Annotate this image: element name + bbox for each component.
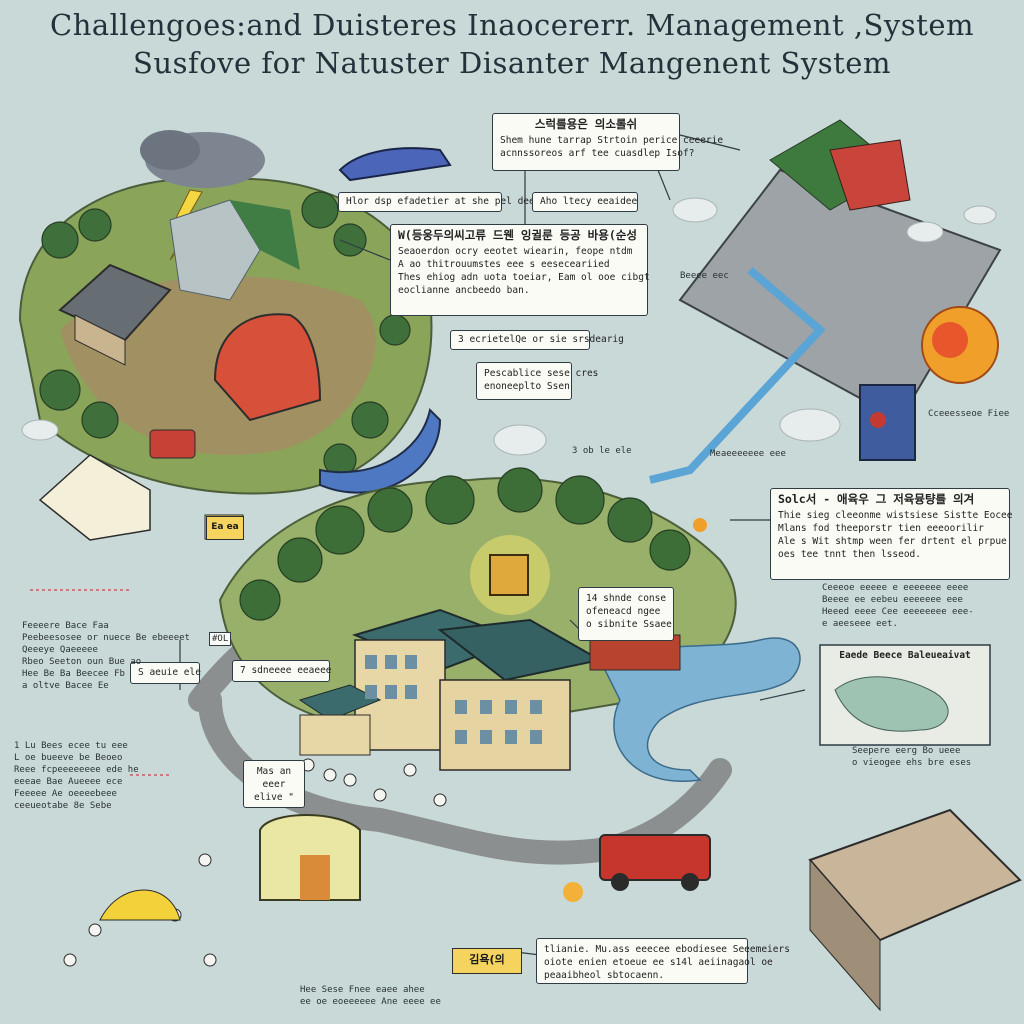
- blue-panel: [859, 384, 916, 461]
- red-vehicle: [149, 429, 196, 459]
- callout-line: Shem hune tarrap Strtoin perice ceeerie: [500, 135, 724, 146]
- callout-line: A ao thitrouumstes eee s eeseceariied: [398, 259, 610, 270]
- sign-small: Mas an eeer elive ": [243, 760, 305, 808]
- building-complex: [298, 608, 603, 771]
- callout-heading: W(등웅두의씨고류 드웬 잉귈룬 등공 바용(순성: [398, 228, 637, 242]
- water-label: Meaeeeeeee eee: [710, 449, 786, 459]
- small-fire: [563, 882, 583, 902]
- house-wall: [74, 314, 126, 366]
- clouds: [21, 197, 997, 456]
- ssd-label: 3 ob le ele: [572, 446, 632, 456]
- river: [598, 637, 801, 782]
- boat-label: Beeee eec: [680, 271, 729, 281]
- title-line-2: Susfove for Natuster Disanter Mangenent …: [133, 46, 891, 80]
- callout-line: Thes ehiog adn uota toeiar, Eam ol ooe c…: [398, 272, 650, 283]
- callout-heading: Solc서 - 애육우 그 저육뮹턍를 의겨: [778, 492, 975, 506]
- confluence-label: Cceeesseoe Fiee: [928, 409, 1010, 419]
- mid-caption: 3 ecrietelQe or sie srsdearig: [450, 330, 624, 350]
- callout-line: Seaoerdon ocry eeotet wiearin, feope ntd…: [398, 246, 633, 257]
- callout-heading: 스럭를용은 의소롤쉬: [534, 117, 638, 131]
- title-line-1: Challengoes:and Duisteres Inaocererr. Ma…: [50, 8, 974, 42]
- badge-box-header: Eaede Beece Baleueaivat: [839, 650, 971, 661]
- water-channel: [649, 266, 826, 484]
- right-notes: Ceeeoe eeeee e eeeeeee eeee Beeee ee eeb…: [822, 583, 974, 629]
- callout-line: eoclianne ancbeedo ban.: [398, 285, 530, 296]
- callout-top-center: 스럭를용은 의소롤쉬 Shem hune tarrap Strtoin peri…: [492, 113, 724, 171]
- callout-building: 14 shnde conse ofeneacd ngee o sibnite S…: [578, 587, 674, 641]
- white-canopy: [38, 454, 151, 541]
- callout-bottom-right: tlianie. Mu.ass eeecee ebodiesee Seeemei…: [536, 938, 790, 984]
- caption-top-left: Hlor dsp efadetier at she pel dee: [338, 192, 535, 212]
- label-7: 7 sdneeee eeaeee: [232, 660, 332, 682]
- left-notes-2: 1 Lu Bees ecee tu eee L oe bueeve be Beo…: [14, 741, 139, 811]
- tree-cluster-hill: [39, 191, 411, 477]
- pos-label: #OL: [209, 632, 232, 646]
- yellow-crate: [489, 554, 529, 596]
- small-callout-mid: Pescablice sese cres enoneeplto Ssen: [476, 362, 598, 400]
- tree-cluster-center: [239, 467, 691, 621]
- flame-drop: [693, 518, 707, 532]
- fire-truck: [599, 834, 711, 891]
- callout-solution: Solc서 - 애육우 그 저육뮹턍를 의겨 Thie sieg cleeonm…: [770, 488, 1013, 580]
- police-car: [338, 147, 452, 182]
- label-s: S aeuie ele: [130, 662, 201, 684]
- bottom-caption: Hee Sese Fnee eaee ahee ee oe eoeeeeee A…: [300, 985, 441, 1007]
- red-tent: [213, 313, 322, 422]
- caption-top-mid: Aho ltecy eeaidee: [532, 192, 638, 212]
- yellow-umbrella: [99, 889, 181, 921]
- rescue-workers: [63, 758, 447, 967]
- left-notes-1: Feeeere Bace Faa Peebeesosee or nuece Be…: [22, 621, 190, 691]
- cliff: [169, 199, 261, 301]
- callout-main-center: W(등웅두의씨고류 드웬 잉귈룬 등공 바용(순성 Seaoerdon ocry…: [390, 224, 650, 316]
- yellow-sign-label: Ea ea: [206, 516, 244, 540]
- tent-warning-sign: 김욕(의: [452, 948, 522, 974]
- badge-caption: Seepere eerg Bo ueee o vieogee ehs bre e…: [852, 746, 972, 768]
- callout-line: acnnssoreos arf tee cuasdlep Isof?: [500, 148, 695, 159]
